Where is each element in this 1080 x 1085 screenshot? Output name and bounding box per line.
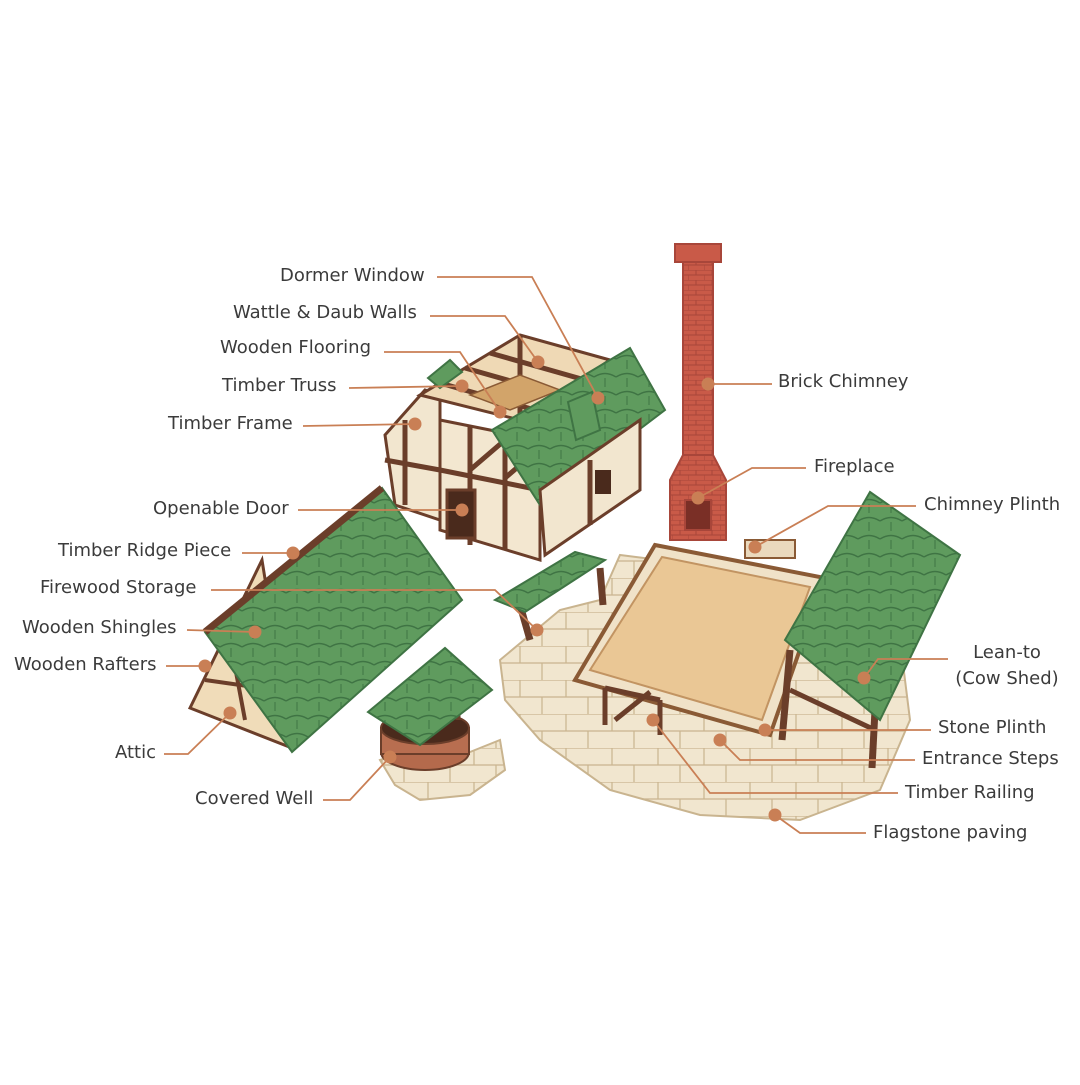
label-entrance-steps: Entrance Steps (922, 748, 1059, 769)
label-firewood-storage: Firewood Storage (40, 577, 197, 598)
leader-wooden-flooring (384, 351, 501, 413)
leader-dots (198, 355, 871, 822)
leader-dot-timber-ridge-piece (286, 546, 300, 560)
leader-timber-railing (652, 719, 898, 794)
leader-chimney-plinth (754, 505, 916, 548)
leader-dot-lean-to (857, 671, 871, 685)
leader-dot-flagstone-paving (768, 808, 782, 822)
barn-ridge (202, 485, 385, 635)
leader-wooden-shingles (186, 629, 256, 633)
interior-floor (588, 555, 812, 722)
leader-lines (164, 276, 948, 834)
label-cow-shed: (Cow Shed) (955, 668, 1059, 689)
main-house (383, 333, 667, 563)
label-openable-door: Openable Door (153, 498, 289, 519)
leader-dot-timber-railing (646, 713, 660, 727)
leader-dot-wooden-rafters (198, 659, 212, 673)
leader-wattle-daub-walls (430, 315, 539, 363)
label-wattle-daub-walls: Wattle & Daub Walls (233, 302, 417, 323)
label-brick-chimney: Brick Chimney (778, 371, 909, 392)
leader-dot-fireplace (691, 491, 705, 505)
leader-dot-timber-frame (408, 417, 422, 431)
leader-lean-to (863, 658, 948, 679)
leader-dormer-window (437, 276, 599, 399)
label-dormer-window: Dormer Window (280, 265, 425, 286)
leader-covered-well (323, 756, 391, 801)
leader-dot-entrance-steps (713, 733, 727, 747)
well-roof (366, 646, 494, 747)
leader-firewood-storage (211, 589, 538, 631)
house-gable-wall (383, 388, 442, 523)
label-timber-truss: Timber Truss (222, 375, 337, 396)
leader-timber-frame (302, 423, 416, 427)
leader-dot-dormer-window (591, 391, 605, 405)
label-wooden-rafters: Wooden Rafters (14, 654, 157, 675)
house-dormer (566, 390, 602, 442)
label-wooden-flooring: Wooden Flooring (220, 337, 372, 358)
lean-to-model (778, 490, 962, 769)
covered-well-model (366, 646, 507, 802)
leader-entrance-steps (719, 739, 915, 761)
leader-dot-firewood-storage (530, 623, 544, 637)
label-timber-ridge-piece: Timber Ridge Piece (58, 540, 232, 561)
leader-dot-wattle-daub-walls (531, 355, 545, 369)
leader-dot-openable-door (455, 503, 469, 517)
label-flagstone-paving: Flagstone paving (873, 822, 1028, 843)
label-wooden-shingles: Wooden Shingles (22, 617, 177, 638)
label-lean-to: Lean-to (973, 642, 1041, 663)
lean-to-roof (783, 490, 962, 722)
leader-dot-attic (223, 706, 237, 720)
label-stone-plinth: Stone Plinth (938, 717, 1047, 738)
label-chimney-plinth: Chimney Plinth (924, 494, 1061, 515)
label-timber-railing: Timber Railing (905, 782, 1035, 803)
leader-dot-covered-well (383, 750, 397, 764)
leader-dot-wooden-flooring (493, 405, 507, 419)
label-covered-well: Covered Well (195, 788, 314, 809)
label-fireplace: Fireplace (814, 456, 895, 477)
courtyard-model (498, 539, 912, 822)
label-timber-frame: Timber Frame (168, 413, 293, 434)
leader-timber-truss (348, 385, 463, 389)
leader-fireplace (697, 467, 806, 499)
leader-dot-chimney-plinth (748, 540, 762, 554)
label-attic: Attic (115, 742, 157, 763)
leader-attic (164, 712, 231, 755)
barn-roof-model (187, 485, 464, 754)
leader-dot-timber-truss (455, 379, 469, 393)
brick-chimney-model (669, 243, 727, 541)
leader-dot-wooden-shingles (248, 625, 262, 639)
leader-dot-brick-chimney (701, 377, 715, 391)
leader-flagstone-paving (774, 814, 866, 834)
fireplace-opening (684, 499, 712, 531)
leader-dot-stone-plinth (758, 723, 772, 737)
